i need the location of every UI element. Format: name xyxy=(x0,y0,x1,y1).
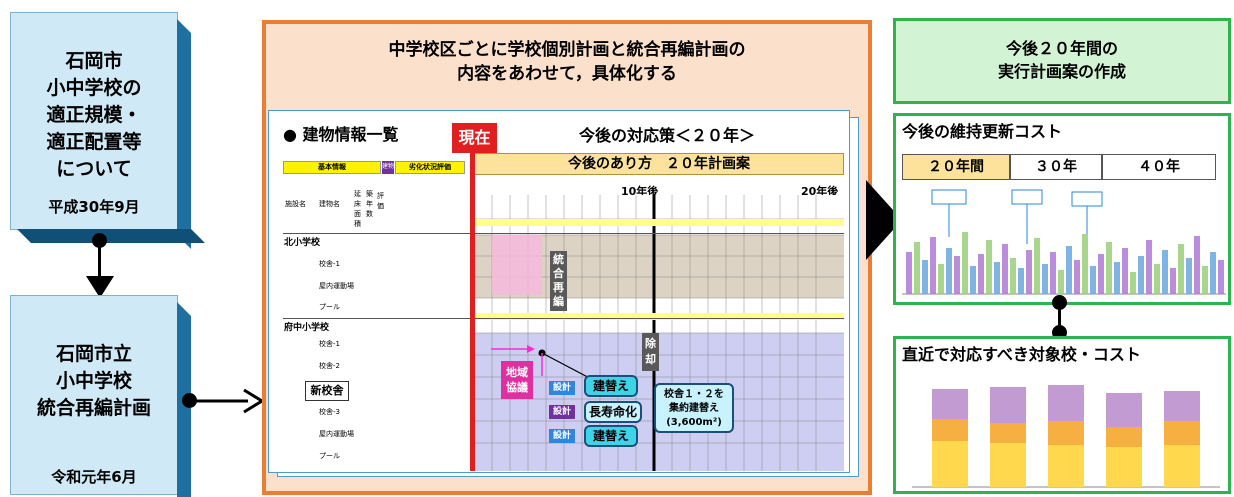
note-line: 集約建替え xyxy=(669,403,719,414)
plan-doc-line: 統合再編計画 xyxy=(36,397,151,419)
school-row-divider xyxy=(283,233,844,234)
connector-line xyxy=(98,240,101,280)
merge-tag-char: 編 xyxy=(553,295,564,308)
rebuild-pill: 建替え xyxy=(584,375,638,397)
col-eval: 評価 xyxy=(377,192,384,210)
merge-tag-char: 統 xyxy=(553,253,564,266)
school-name-fuchu: 府中小学校 xyxy=(284,323,330,333)
target-cost-title: 直近で対応すべき対象校・コスト xyxy=(902,345,1141,364)
maintenance-cost-title: 今後の維持更新コスト xyxy=(902,122,1063,141)
policy-doc-line: 適正規模・ xyxy=(46,104,142,126)
school-name-north: 北小学校 xyxy=(284,238,321,248)
plan-doc-title: 石岡市立 小中学校 統合再編計画 xyxy=(11,341,177,422)
now-badge: 現在 xyxy=(452,123,497,153)
col-age: 築年数 xyxy=(366,190,373,218)
note-line: (3,600m²) xyxy=(666,417,722,428)
period-30y: ３０年 xyxy=(1010,154,1102,180)
design-step: 設計 xyxy=(549,405,575,419)
plan-doc-date: 令和元年6月 xyxy=(51,468,137,486)
building-name: 屋内運動場 xyxy=(319,430,354,438)
merge-tag: 統 合 再 編 xyxy=(550,251,567,311)
rebuild-pill: 建替え xyxy=(584,425,638,447)
policy-doc-date: 平成30年9月 xyxy=(48,198,140,216)
building-name: 校舎-3 xyxy=(319,408,340,416)
degradation-header: 劣化状況評価 xyxy=(395,161,465,174)
school-row-divider xyxy=(283,318,844,319)
connector-line xyxy=(1058,302,1061,330)
col-area: 延床面積 xyxy=(354,190,361,228)
policy-doc-box: 石岡市 小中学校の 適正規模・ 適正配置等 について 平成30年9月 xyxy=(10,12,205,249)
policy-doc-line: 石岡市 xyxy=(65,50,123,72)
merge-tag-char: 再 xyxy=(553,281,564,294)
plan-doc-line: 小中学校 xyxy=(55,370,132,392)
execution-plan-title: 今後２０年間の 実行計画案の作成 xyxy=(896,37,1228,83)
maintenance-cost-panel: 今後の維持更新コスト ２０年間 ３０年 ４０年 xyxy=(893,113,1231,305)
year10-label: 10年後 xyxy=(621,185,659,198)
execution-plan-box: 今後２０年間の 実行計画案の作成 xyxy=(893,18,1231,104)
execution-plan-line: 実行計画案の作成 xyxy=(997,62,1126,81)
merge-tag-char: 合 xyxy=(553,267,564,280)
policy-doc-line: 小中学校の xyxy=(46,77,142,99)
box-bottom xyxy=(17,229,205,243)
policy-doc-title: 石岡市 小中学校の 適正規模・ 適正配置等 について xyxy=(11,48,177,183)
building-header: 建物 xyxy=(382,161,394,174)
down-arrow-icon xyxy=(86,276,114,298)
building-info-sheet: ● 建物情報一覧 現在 今後の対応策＜２０年＞ 今後のあり方 ２０年計画案 10… xyxy=(268,110,850,473)
execution-plan-line: 今後２０年間の xyxy=(1005,39,1118,58)
note-line: 校舎１・２を xyxy=(664,389,724,400)
design-step: 設計 xyxy=(549,429,575,443)
maintenance-cost-chart xyxy=(902,189,1226,295)
big-right-arrow-icon xyxy=(866,180,902,260)
building-info-title: ● 建物情報一覧 xyxy=(283,125,399,144)
building-name: 校舎-1 xyxy=(319,340,340,348)
design-step: 設計 xyxy=(549,381,575,395)
policy-label: 今後の対応策＜２０年＞ xyxy=(579,126,756,145)
target-cost-chart xyxy=(912,385,1220,488)
center-title-line: 中学校区ごとに学校個別計画と統合再編計画の xyxy=(388,40,746,60)
target-cost-panel: 直近で対応すべき対象校・コスト xyxy=(893,336,1231,494)
remove-tag-char: 却 xyxy=(645,353,656,366)
connector-dot xyxy=(92,233,107,248)
center-title-line: 内容をあわせて，具体化する xyxy=(457,64,677,84)
col-facility: 施設名 xyxy=(285,200,306,208)
policy-doc-line: について xyxy=(56,158,132,180)
box-side xyxy=(177,19,191,249)
building-name: 屋内運動場 xyxy=(319,282,354,290)
basic-info-header: 基本情報 xyxy=(283,161,381,174)
year20-label: 20年後 xyxy=(801,185,839,198)
plan-banner: 今後のあり方 ２０年計画案 xyxy=(474,153,844,175)
period-40y: ４０年 xyxy=(1102,154,1216,180)
right-arrow-icon xyxy=(188,388,265,414)
center-title: 中学校区ごとに学校個別計画と統合再編計画の 内容をあわせて，具体化する xyxy=(266,38,868,86)
consolidation-note: 校舎１・２を 集約建替え (3,600m²) xyxy=(654,383,734,433)
building-name: 校舎-1 xyxy=(319,260,340,268)
policy-doc-line: 適正配置等 xyxy=(46,131,142,153)
plan-doc-line: 石岡市立 xyxy=(55,343,132,365)
connector-dot xyxy=(1052,295,1067,310)
new-school-label: 新校舎 xyxy=(305,381,349,401)
building-name: プール xyxy=(319,452,340,460)
col-building: 建物名 xyxy=(319,200,340,208)
period-20y: ２０年間 xyxy=(902,154,1010,180)
building-name: プール xyxy=(319,303,340,311)
building-name: 校舎-2 xyxy=(319,362,340,370)
remove-tag-char: 除 xyxy=(645,337,656,350)
remove-tag: 除 却 xyxy=(642,333,659,371)
now-line xyxy=(470,153,475,471)
region-talk-line: 協議 xyxy=(506,381,528,394)
long-life-pill: 長寿命化 xyxy=(584,401,642,423)
region-talk-line: 地域 xyxy=(506,366,528,379)
plan-doc-box: 石岡市立 小中学校 統合再編計画 令和元年6月 xyxy=(10,295,191,497)
region-talk-tag: 地域 協議 xyxy=(501,361,533,399)
